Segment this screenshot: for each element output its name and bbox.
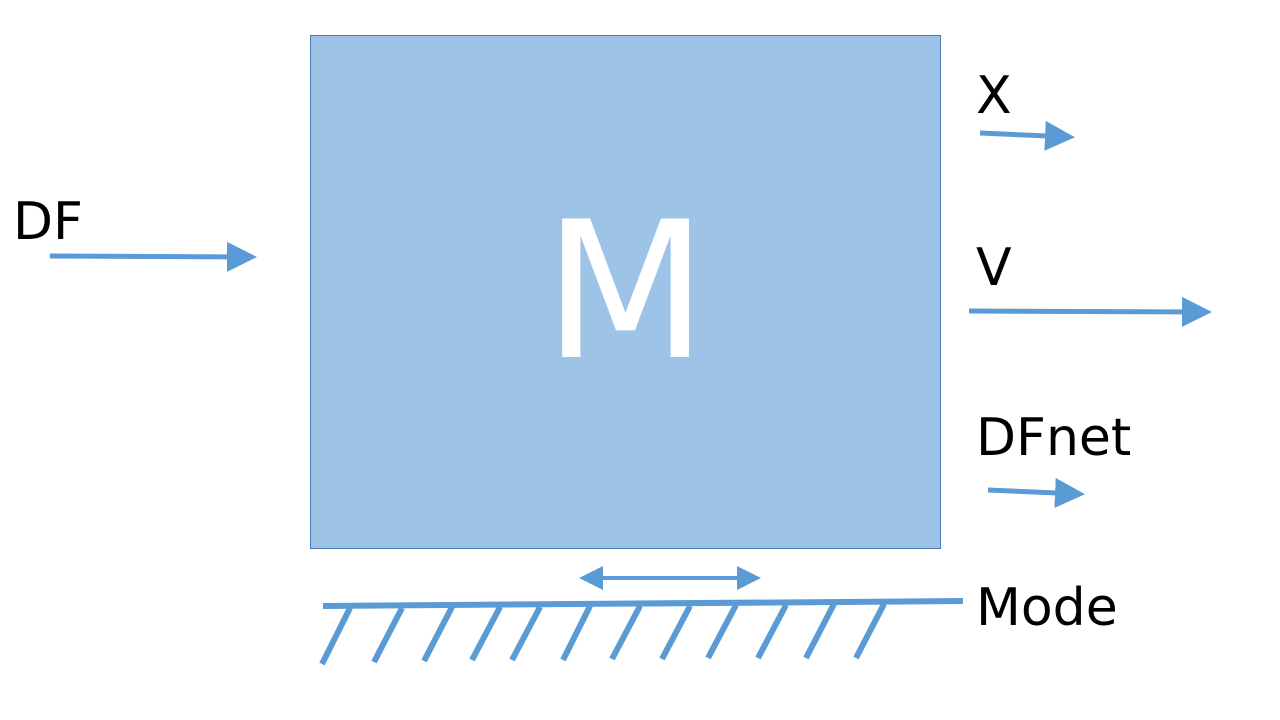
ground-hatch [319, 606, 353, 666]
ground-hatch [755, 603, 789, 660]
ground-hatch [705, 603, 739, 660]
ground-line [322, 598, 964, 609]
ground-hatch [659, 604, 693, 661]
v-output-arrow [968, 296, 1212, 327]
ground-hatch [609, 604, 643, 661]
mass-label: M [543, 181, 708, 402]
ground-hatch [509, 605, 543, 662]
dfnet-output-label: DFnet [976, 408, 1132, 468]
ground-hatch [469, 605, 503, 662]
ground-hatch [560, 604, 593, 662]
ground-hatch [421, 605, 455, 663]
df-input-arrow [49, 241, 257, 272]
x-output-arrow [979, 120, 1075, 151]
ground-hatch [803, 602, 837, 660]
ground-hatch [853, 602, 887, 660]
df-input-label: DF [13, 192, 83, 252]
mass-block: M [310, 35, 941, 549]
v-output-label: V [976, 238, 1012, 298]
ground-hatch [371, 606, 405, 664]
dfnet-output-arrow [987, 477, 1085, 508]
ground-hatching [319, 602, 887, 666]
mode-label: Mode [976, 578, 1118, 638]
x-output-label: X [976, 66, 1012, 126]
